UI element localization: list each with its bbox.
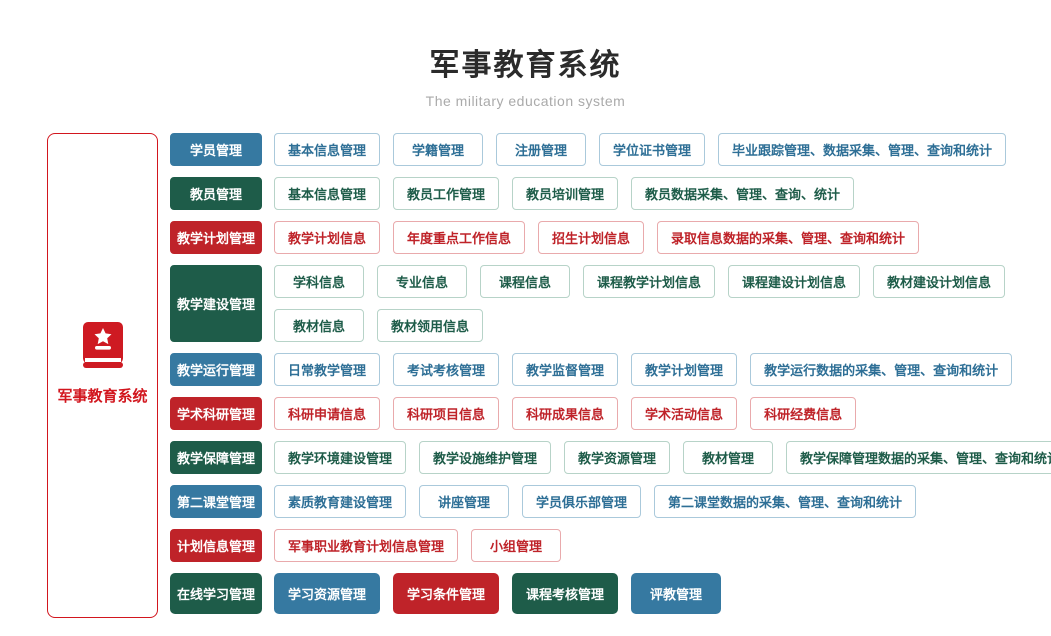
item-button[interactable]: 教员数据采集、管理、查询、统计: [631, 177, 855, 210]
category-row: 教学建设管理学科信息专业信息课程信息课程教学计划信息课程建设计划信息教材建设计划…: [170, 265, 1051, 342]
item-button[interactable]: 教学环境建设管理: [274, 441, 407, 474]
item-button[interactable]: 考试考核管理: [393, 353, 500, 386]
category-row: 第二课堂管理素质教育建设管理讲座管理学员俱乐部管理第二课堂数据的采集、管理、查询…: [170, 485, 1051, 518]
item-button[interactable]: 教材管理: [683, 441, 774, 474]
item-button[interactable]: 第二课堂数据的采集、管理、查询和统计: [654, 485, 917, 518]
item-button[interactable]: 教材建设计划信息: [873, 265, 1006, 298]
item-button[interactable]: 科研项目信息: [393, 397, 500, 430]
item-button[interactable]: 学科信息: [274, 265, 364, 298]
category-button[interactable]: 教学建设管理: [170, 265, 262, 342]
item-button[interactable]: 评教管理: [631, 573, 722, 614]
row-items-line: 素质教育建设管理讲座管理学员俱乐部管理第二课堂数据的采集、管理、查询和统计: [274, 485, 917, 518]
category-button[interactable]: 学术科研管理: [170, 397, 262, 430]
row-items: 基本信息管理教员工作管理教员培训管理教员数据采集、管理、查询、统计: [274, 177, 855, 210]
item-button[interactable]: 教学保障管理数据的采集、管理、查询和统计: [786, 441, 1051, 474]
category-button[interactable]: 教学保障管理: [170, 441, 262, 474]
page-subtitle: The military education system: [425, 93, 626, 109]
item-button[interactable]: 课程建设计划信息: [728, 265, 861, 298]
item-button[interactable]: 学术活动信息: [631, 397, 738, 430]
rows-container: 学员管理基本信息管理学籍管理注册管理学位证书管理毕业跟踪管理、数据采集、管理、查…: [170, 133, 1051, 614]
row-items: 日常教学管理考试考核管理教学监督管理教学计划管理教学运行数据的采集、管理、查询和…: [274, 353, 1013, 386]
page-header: 军事教育系统 The military education system: [0, 0, 1051, 109]
category-button[interactable]: 学员管理: [170, 133, 262, 166]
row-items-line: 教学环境建设管理教学设施维护管理教学资源管理教材管理教学保障管理数据的采集、管理…: [274, 441, 1051, 474]
item-button[interactable]: 毕业跟踪管理、数据采集、管理、查询和统计: [718, 133, 1007, 166]
category-row: 学员管理基本信息管理学籍管理注册管理学位证书管理毕业跟踪管理、数据采集、管理、查…: [170, 133, 1051, 166]
item-button[interactable]: 年度重点工作信息: [393, 221, 526, 254]
page-title: 军事教育系统: [429, 49, 622, 82]
row-items: 军事职业教育计划信息管理小组管理: [274, 529, 562, 562]
category-row: 学术科研管理科研申请信息科研项目信息科研成果信息学术活动信息科研经费信息: [170, 397, 1051, 430]
item-button[interactable]: 基本信息管理: [274, 177, 381, 210]
category-row: 教学运行管理日常教学管理考试考核管理教学监督管理教学计划管理教学运行数据的采集、…: [170, 353, 1051, 386]
item-button[interactable]: 课程信息: [480, 265, 570, 298]
item-button[interactable]: 日常教学管理: [274, 353, 381, 386]
item-button[interactable]: 学习条件管理: [393, 573, 500, 614]
category-button[interactable]: 教学运行管理: [170, 353, 262, 386]
item-button[interactable]: 教材领用信息: [377, 309, 484, 342]
item-button[interactable]: 教学计划信息: [274, 221, 381, 254]
row-items: 科研申请信息科研项目信息科研成果信息学术活动信息科研经费信息: [274, 397, 857, 430]
item-button[interactable]: 课程教学计划信息: [583, 265, 716, 298]
row-items: 教学环境建设管理教学设施维护管理教学资源管理教材管理教学保障管理数据的采集、管理…: [274, 441, 1051, 474]
item-button[interactable]: 录取信息数据的采集、管理、查询和统计: [657, 221, 920, 254]
category-row: 教学保障管理教学环境建设管理教学设施维护管理教学资源管理教材管理教学保障管理数据…: [170, 441, 1051, 474]
category-row: 教员管理基本信息管理教员工作管理教员培训管理教员数据采集、管理、查询、统计: [170, 177, 1051, 210]
category-row: 教学计划管理教学计划信息年度重点工作信息招生计划信息录取信息数据的采集、管理、查…: [170, 221, 1051, 254]
item-button[interactable]: 教学计划管理: [631, 353, 738, 386]
row-items: 基本信息管理学籍管理注册管理学位证书管理毕业跟踪管理、数据采集、管理、查询和统计: [274, 133, 1007, 166]
item-button[interactable]: 教学监督管理: [512, 353, 619, 386]
item-button[interactable]: 军事职业教育计划信息管理: [274, 529, 459, 562]
system-root-label: 军事教育系统: [57, 387, 148, 405]
item-button[interactable]: 学习资源管理: [274, 573, 381, 614]
item-button[interactable]: 教员培训管理: [512, 177, 619, 210]
item-button[interactable]: 教学资源管理: [564, 441, 671, 474]
item-button[interactable]: 科研申请信息: [274, 397, 381, 430]
category-row: 计划信息管理军事职业教育计划信息管理小组管理: [170, 529, 1051, 562]
row-items-line: 军事职业教育计划信息管理小组管理: [274, 529, 562, 562]
main-content: 军事教育系统 学员管理基本信息管理学籍管理注册管理学位证书管理毕业跟踪管理、数据…: [47, 133, 1051, 618]
item-button[interactable]: 教员工作管理: [393, 177, 500, 210]
item-button[interactable]: 科研成果信息: [512, 397, 619, 430]
row-items: 教学计划信息年度重点工作信息招生计划信息录取信息数据的采集、管理、查询和统计: [274, 221, 920, 254]
item-button[interactable]: 素质教育建设管理: [274, 485, 407, 518]
item-button[interactable]: 基本信息管理: [274, 133, 381, 166]
item-button[interactable]: 小组管理: [471, 529, 562, 562]
item-button[interactable]: 科研经费信息: [750, 397, 857, 430]
row-items-line: 学习资源管理学习条件管理课程考核管理评教管理: [274, 573, 722, 614]
row-items: 学习资源管理学习条件管理课程考核管理评教管理: [274, 573, 722, 614]
row-items-line: 教材信息教材领用信息: [274, 309, 1005, 342]
item-button[interactable]: 学员俱乐部管理: [522, 485, 642, 518]
row-items: 素质教育建设管理讲座管理学员俱乐部管理第二课堂数据的采集、管理、查询和统计: [274, 485, 917, 518]
item-button[interactable]: 讲座管理: [419, 485, 510, 518]
row-items: 学科信息专业信息课程信息课程教学计划信息课程建设计划信息教材建设计划信息教材信息…: [274, 265, 1006, 342]
book-star-icon: [79, 320, 127, 375]
row-items-line: 学科信息专业信息课程信息课程教学计划信息课程建设计划信息教材建设计划信息: [274, 265, 1006, 298]
category-button[interactable]: 教员管理: [170, 177, 262, 210]
item-button[interactable]: 课程考核管理: [512, 573, 619, 614]
item-button[interactable]: 教学运行数据的采集、管理、查询和统计: [750, 353, 1013, 386]
category-row: 在线学习管理学习资源管理学习条件管理课程考核管理评教管理: [170, 573, 1051, 614]
item-button[interactable]: 学位证书管理: [599, 133, 706, 166]
row-items-line: 教学计划信息年度重点工作信息招生计划信息录取信息数据的采集、管理、查询和统计: [274, 221, 920, 254]
row-items-line: 基本信息管理学籍管理注册管理学位证书管理毕业跟踪管理、数据采集、管理、查询和统计: [274, 133, 1007, 166]
item-button[interactable]: 专业信息: [377, 265, 467, 298]
row-items-line: 科研申请信息科研项目信息科研成果信息学术活动信息科研经费信息: [274, 397, 857, 430]
item-button[interactable]: 教学设施维护管理: [419, 441, 552, 474]
system-root-card[interactable]: 军事教育系统: [47, 133, 158, 618]
item-button[interactable]: 教材信息: [274, 309, 364, 342]
row-items-line: 基本信息管理教员工作管理教员培训管理教员数据采集、管理、查询、统计: [274, 177, 855, 210]
item-button[interactable]: 注册管理: [496, 133, 587, 166]
category-button[interactable]: 教学计划管理: [170, 221, 262, 254]
row-items-line: 日常教学管理考试考核管理教学监督管理教学计划管理教学运行数据的采集、管理、查询和…: [274, 353, 1013, 386]
item-button[interactable]: 学籍管理: [393, 133, 484, 166]
category-button[interactable]: 第二课堂管理: [170, 485, 262, 518]
category-button[interactable]: 在线学习管理: [170, 573, 262, 614]
category-button[interactable]: 计划信息管理: [170, 529, 262, 562]
item-button[interactable]: 招生计划信息: [538, 221, 645, 254]
